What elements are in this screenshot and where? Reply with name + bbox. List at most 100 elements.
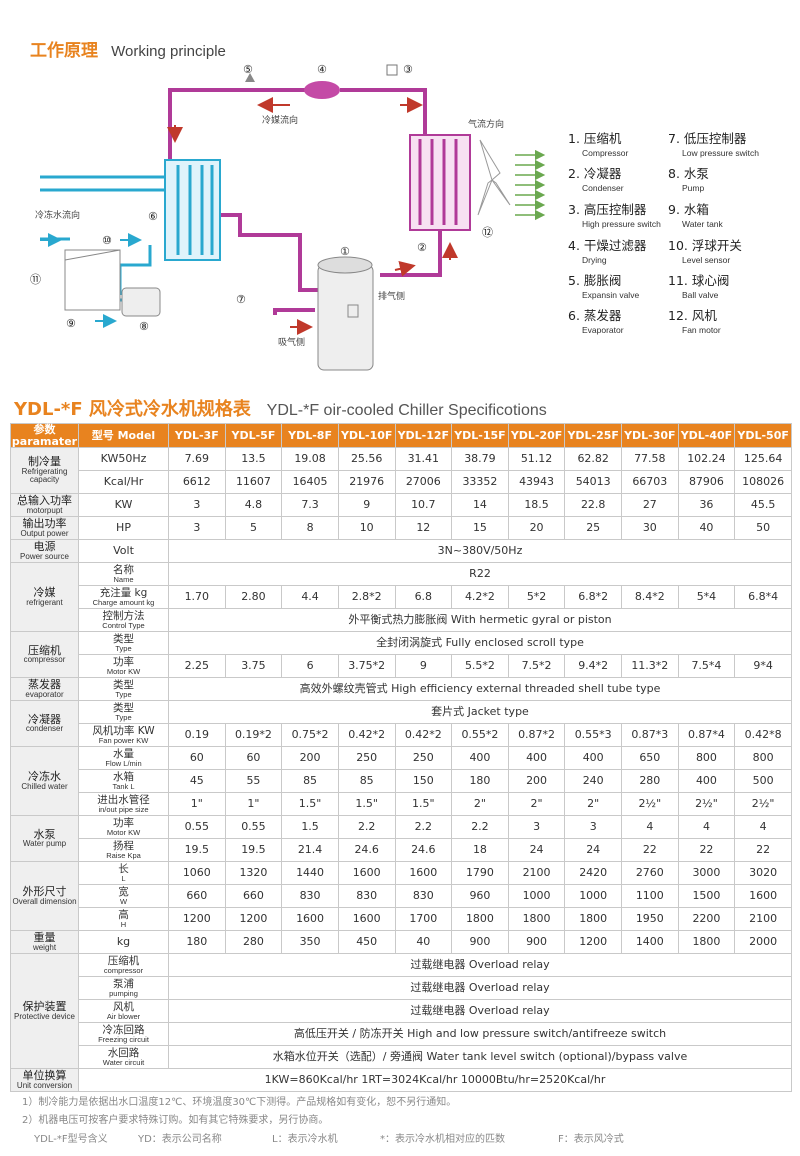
air-arrows xyxy=(515,149,546,221)
group-label-en: Refrigerating capacity xyxy=(21,466,68,485)
param-label-cn: 参数 xyxy=(33,423,56,436)
value-cell: 9*4 xyxy=(734,654,792,679)
sub-label-cn: 压缩机 xyxy=(107,954,140,967)
value-cell: 21.4 xyxy=(281,838,339,863)
value-cell: 33352 xyxy=(451,470,509,495)
exhaust-label: 排气侧 xyxy=(378,290,405,302)
value-cell: 85 xyxy=(281,769,339,794)
value-cell: 1600 xyxy=(394,861,453,886)
sub-label-cn: 高 xyxy=(118,908,129,921)
value-cell: 1600 xyxy=(281,907,339,932)
sub-label-en: Type xyxy=(115,689,132,699)
sub-label-en: Tank L xyxy=(112,781,135,791)
value-cell: 900 xyxy=(507,930,566,955)
value-cell: 8.4*2 xyxy=(621,585,679,610)
value-cell: 3.75 xyxy=(224,654,283,679)
value-cell: 3 xyxy=(507,815,566,840)
section-title: 工作原理 Working principle xyxy=(30,36,226,61)
value-cell: 2100 xyxy=(734,907,792,932)
sub-label-cn: 类型 xyxy=(113,678,134,691)
value-cell: 2760 xyxy=(621,861,679,886)
sub-label-cn: 功率 xyxy=(113,816,134,829)
value-cell: 180 xyxy=(168,930,226,955)
sub-label-en: pumping xyxy=(109,988,138,998)
num-9: ⑨ xyxy=(66,317,76,330)
value-cell: 24 xyxy=(507,838,566,863)
value-cell: 3000 xyxy=(677,861,736,886)
value-cell: 22 xyxy=(677,838,736,863)
sub-label-cn: 类型 xyxy=(113,701,134,714)
value-cell: 12 xyxy=(394,516,453,541)
sub-label-cn: 控制方法 xyxy=(102,609,145,622)
sub-label-cn: 类型 xyxy=(113,632,134,645)
sub-label-en: Name xyxy=(113,574,134,584)
value-cell: 24.6 xyxy=(337,838,396,863)
value-cell: 0.55 xyxy=(168,815,226,840)
value-cell: 400 xyxy=(677,769,736,794)
value-cell: 800 xyxy=(734,746,792,771)
sub-label-cell: HP xyxy=(78,516,169,541)
value-cell: 51.12 xyxy=(507,447,566,472)
header-model-cell: 型号 Model xyxy=(78,422,169,449)
sub-label-cn: 扬程 xyxy=(113,839,134,852)
merged-value-cell: 水箱水位开关（选配）/ 旁通阀 Water tank level switch … xyxy=(168,1045,792,1070)
value-cell: 240 xyxy=(564,769,622,794)
value-cell: 3 xyxy=(564,815,622,840)
sub-label-en: Raise Kpa xyxy=(106,850,141,860)
value-cell: 0.75*2 xyxy=(281,723,339,748)
working-principle-diagram: 冷媒流向 气流方向 冷冻水流向 排气侧 吸气侧 ① ② ③ ④ ⑤ ⑥ ⑦ ⑧ … xyxy=(30,63,546,371)
value-cell: 200 xyxy=(281,746,339,771)
value-cell: 660 xyxy=(224,884,283,909)
value-cell: 1320 xyxy=(224,861,283,886)
value-cell: 400 xyxy=(564,746,622,771)
num-10: ⑩ xyxy=(102,234,112,247)
value-cell: 27 xyxy=(621,493,679,518)
sub-label-cn: 泵浦 xyxy=(113,977,134,990)
value-cell: 650 xyxy=(621,746,679,771)
value-cell: 0.87*3 xyxy=(621,723,679,748)
footer-model-meaning: YDL-*F型号含义 xyxy=(34,1134,108,1145)
value-cell: 4 xyxy=(621,815,679,840)
value-cell: 22 xyxy=(621,838,679,863)
sub-label-en: W xyxy=(119,896,128,906)
fan-symbol xyxy=(477,139,511,216)
group-label-en: condenser xyxy=(25,724,64,734)
merged-value-cell: 高效外螺纹壳管式 High efficiency external thread… xyxy=(168,677,792,702)
header-model-name: YDL-3F xyxy=(168,422,226,449)
header-model-name: YDL-50F xyxy=(734,422,792,449)
value-cell: 1200 xyxy=(564,930,622,955)
param-label-en: paramater xyxy=(11,434,78,448)
value-cell: 0.87*4 xyxy=(677,723,736,748)
section-title-en: Working principle xyxy=(111,43,226,60)
group-label-en: refrigerant xyxy=(26,597,63,607)
sub-label-cn: 功率 xyxy=(113,655,134,668)
num-5: ⑤ xyxy=(243,63,253,76)
group-label-en: Output power xyxy=(20,528,69,538)
value-cell: 280 xyxy=(621,769,679,794)
value-cell: 45.5 xyxy=(734,493,792,518)
value-cell: 36 xyxy=(677,493,736,518)
sub-label-en: Type xyxy=(115,643,132,653)
num-1: ① xyxy=(340,245,350,258)
value-cell: 150 xyxy=(394,769,453,794)
value-cell: 25.56 xyxy=(337,447,396,472)
value-cell: 1.5 xyxy=(281,815,339,840)
header-param-cell: 参数paramater xyxy=(10,422,79,449)
value-cell: 2½" xyxy=(677,792,736,817)
group-label-en: weight xyxy=(32,942,57,952)
header-model-name: YDL-40F xyxy=(677,422,736,449)
sub-label-en: Motor KW xyxy=(106,666,141,676)
value-cell: 5.5*2 xyxy=(451,654,509,679)
